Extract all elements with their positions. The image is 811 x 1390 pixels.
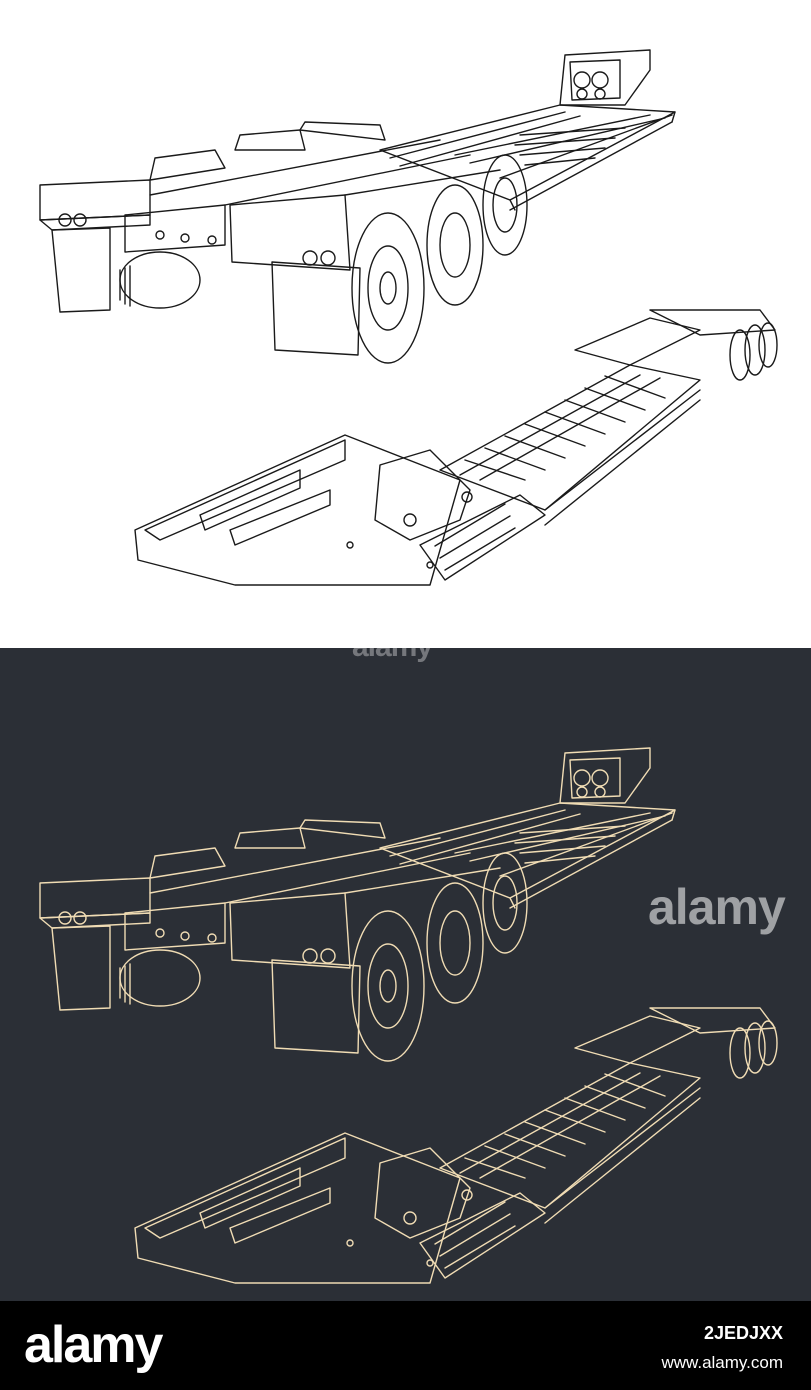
rear-trailer-illustration bbox=[39, 49, 676, 364]
front-trailer-illustration bbox=[134, 309, 778, 586]
front-trailer-illustration bbox=[134, 1007, 778, 1284]
footer-logo: alamy bbox=[24, 1316, 163, 1374]
watermark-top-cut: alamy bbox=[352, 630, 433, 663]
light-trailer-drawing bbox=[39, 49, 778, 586]
watermark-center: alamy bbox=[648, 879, 786, 935]
dark-drawing-panel: alamy alamy bbox=[0, 630, 811, 1301]
footer-image-id: 2JEDJXX bbox=[703, 1323, 783, 1343]
dark-trailer-group bbox=[39, 747, 778, 1284]
footer-bar: alamy 2JEDJXX www.alamy.com bbox=[0, 1301, 811, 1390]
light-drawing-panel bbox=[0, 0, 811, 648]
dark-trailer-drawing bbox=[39, 747, 778, 1284]
footer-url: www.alamy.com bbox=[661, 1353, 783, 1372]
rear-trailer-illustration bbox=[39, 747, 676, 1062]
